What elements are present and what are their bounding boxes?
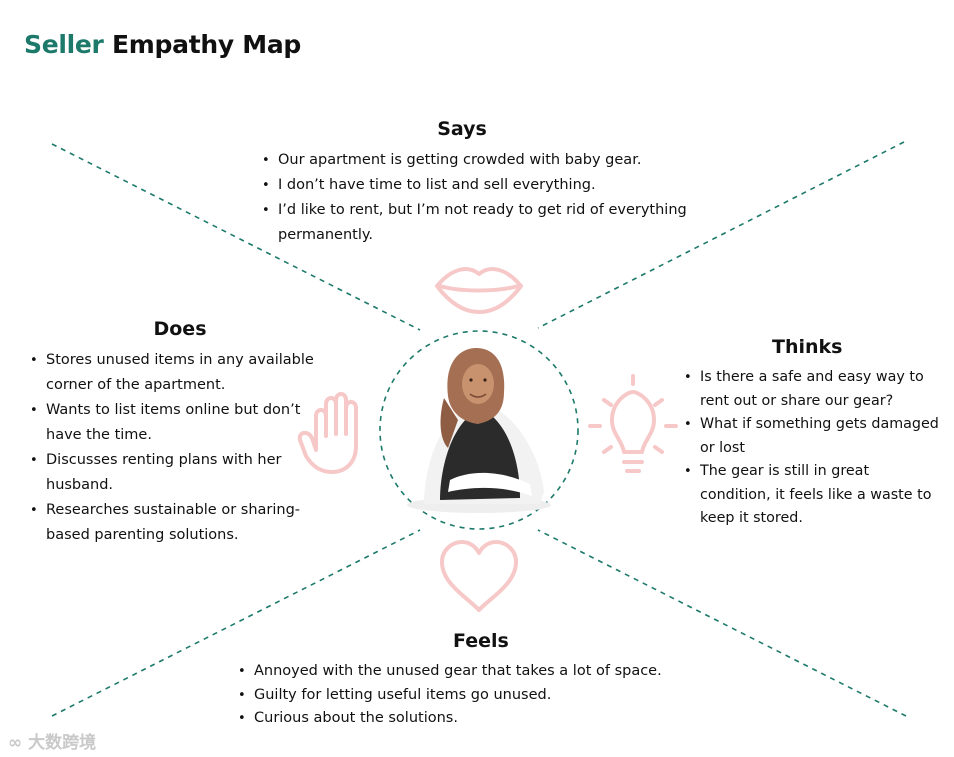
persona-avatar	[407, 348, 551, 513]
diagonal-bottom-left	[51, 529, 421, 717]
diagonal-top-left	[51, 143, 421, 331]
says-title: Says	[437, 118, 487, 140]
diagonal-top-right	[537, 141, 905, 329]
thinks-title: Thinks	[772, 336, 843, 358]
center-circle	[379, 330, 579, 530]
says-item: I don’t have time to list and sell every…	[262, 173, 702, 198]
feels-section: Feels Annoyed with the unused gear that …	[238, 630, 718, 731]
does-list: Stores unused items in any available cor…	[30, 348, 330, 548]
title-rest: Empathy Map	[103, 30, 301, 59]
watermark-icon: ∞	[8, 733, 23, 753]
watermark-text: 大数跨境	[28, 733, 97, 753]
heart-icon	[440, 540, 518, 612]
feels-item: Annoyed with the unused gear that takes …	[238, 660, 718, 684]
does-title: Does	[153, 318, 207, 340]
says-list: Our apartment is getting crowded with ba…	[262, 148, 702, 248]
feels-item: Curious about the solutions.	[238, 707, 718, 731]
says-item: I’d like to rent, but I’m not ready to g…	[262, 198, 702, 248]
title-accent: Seller	[24, 30, 104, 59]
feels-title: Feels	[453, 630, 509, 652]
does-item: Wants to list items online but don’t hav…	[30, 398, 330, 448]
does-item: Discusses renting plans with her husband…	[30, 448, 330, 498]
thinks-item: What if something gets damaged or lost	[684, 413, 944, 460]
does-section: Does Stores unused items in any availabl…	[30, 318, 330, 548]
page-title: Seller Empathy Map	[24, 30, 301, 59]
says-item: Our apartment is getting crowded with ba…	[262, 148, 702, 173]
thinks-item: Is there a safe and easy way to rent out…	[684, 366, 944, 413]
thinks-list: Is there a safe and easy way to rent out…	[684, 366, 944, 531]
diagonal-bottom-right	[537, 529, 907, 717]
does-item: Stores unused items in any available cor…	[30, 348, 330, 398]
lips-icon	[435, 267, 523, 314]
does-item: Researches sustainable or sharing-based …	[30, 498, 330, 548]
lightbulb-icon	[588, 374, 678, 473]
says-section: Says Our apartment is getting crowded wi…	[262, 118, 702, 248]
watermark: ∞ 大数跨境	[8, 728, 96, 753]
thinks-section: Thinks Is there a safe and easy way to r…	[684, 336, 944, 531]
feels-list: Annoyed with the unused gear that takes …	[238, 660, 718, 731]
feels-item: Guilty for letting useful items go unuse…	[238, 684, 718, 708]
thinks-item: The gear is still in great condition, it…	[684, 460, 944, 531]
